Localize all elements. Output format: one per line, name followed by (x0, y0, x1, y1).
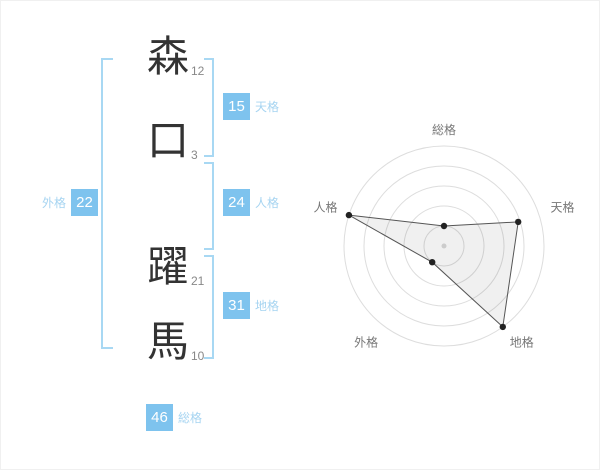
soukaku-value: 46 (146, 404, 173, 431)
radar-data-point (345, 211, 353, 219)
stroke-count: 3 (191, 148, 198, 162)
name-character-row: 森 12 (147, 36, 227, 80)
tenkaku-label: 天格 (255, 100, 280, 114)
stroke-count: 12 (191, 64, 205, 78)
gaikaku-label: 外格 (42, 196, 67, 210)
name-character: 口 (147, 117, 190, 164)
soukaku-label: 総格 (178, 411, 203, 425)
radar-axis-label: 天格 (551, 199, 575, 214)
name-character: 馬 (147, 318, 190, 365)
radar-data-point (499, 323, 506, 331)
soukaku-score: 46 総格 (146, 404, 202, 431)
radar-axis-label: 外格 (354, 335, 378, 350)
radar-data-point (429, 259, 436, 266)
gaikaku-bracket (101, 58, 113, 349)
jinkaku-value: 24 (223, 189, 250, 216)
chikaku-score: 31 地格 (223, 292, 279, 319)
radar-axis-label: 人格 (313, 199, 337, 214)
radar-axis-label: 地格 (510, 335, 534, 350)
name-character: 躍 (147, 243, 190, 290)
jinkaku-bracket (204, 162, 214, 250)
fortune-radar-chart: 総格天格地格 外格 人格 (294, 96, 594, 396)
radar-data-point (515, 218, 522, 226)
tenkaku-value: 15 (223, 93, 250, 120)
stroke-count: 21 (191, 274, 205, 288)
stroke-count: 10 (191, 349, 205, 363)
jinkaku-label: 人格 (255, 196, 280, 210)
radar-data-point (440, 222, 448, 230)
gaikaku-value: 22 (71, 189, 99, 216)
name-character: 森 (147, 33, 190, 80)
gaikaku-score: 外格 22 (42, 189, 99, 216)
radar-data-area (348, 214, 519, 328)
chikaku-value: 31 (223, 292, 250, 319)
name-character-row: 躍 21 (147, 246, 227, 290)
tenkaku-score: 15 天格 (223, 93, 279, 120)
radar-axis-label: 総格 (432, 122, 456, 137)
radar-center-dot (441, 243, 447, 249)
chikaku-label: 地格 (255, 299, 280, 313)
tenkaku-bracket (204, 58, 214, 157)
name-character-row: 馬 10 (147, 321, 227, 365)
name-character-row: 口 3 (147, 120, 227, 164)
chikaku-bracket (204, 255, 214, 359)
jinkaku-score: 24 人格 (223, 189, 279, 216)
